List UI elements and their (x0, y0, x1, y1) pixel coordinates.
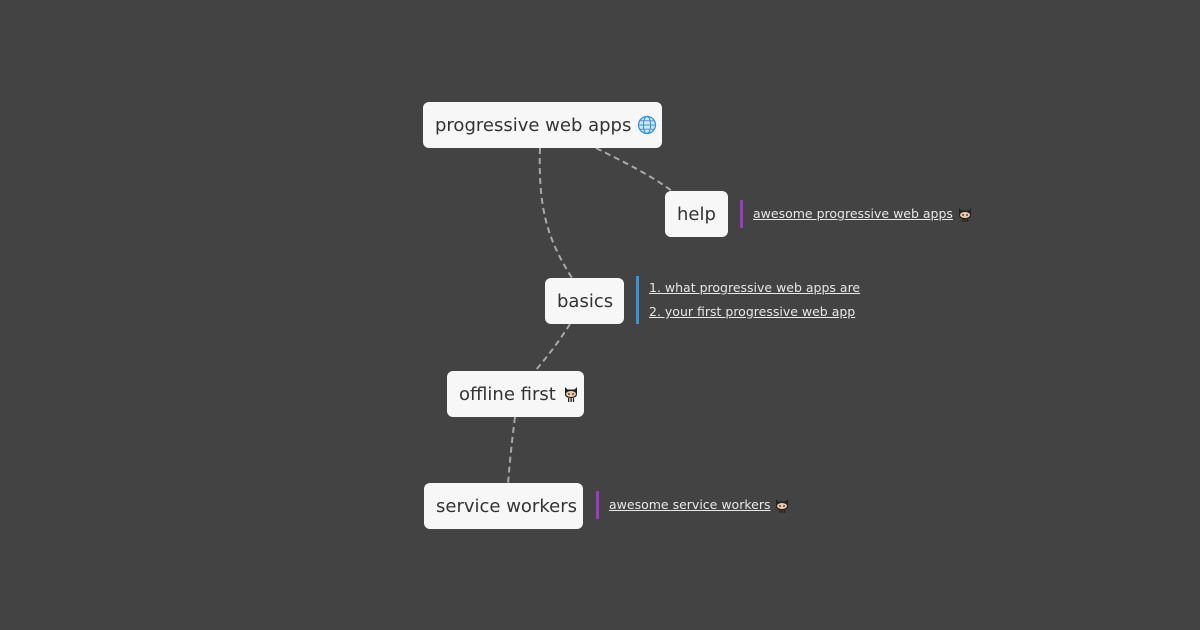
link-your-first-progressive-web-app[interactable]: 2. your first progressive web app (649, 300, 860, 324)
basics-links: 1. what progressive web apps are 2. your… (636, 276, 860, 324)
node-service-workers[interactable]: service workers (424, 483, 583, 529)
node-help[interactable]: help (665, 191, 728, 237)
link-label: awesome service workers (609, 497, 771, 512)
node-offline-first[interactable]: offline first (447, 371, 584, 417)
node-progressive-web-apps[interactable]: progressive web apps (423, 102, 662, 148)
node-basics[interactable]: basics (545, 278, 624, 324)
service-workers-links: awesome service workers (596, 491, 791, 519)
github-octocat-icon (773, 496, 791, 514)
globe-icon (637, 115, 657, 135)
edge-root-basics (538, 147, 573, 279)
node-label: service workers (436, 495, 577, 517)
node-label: basics (557, 290, 614, 312)
github-octocat-icon (562, 384, 580, 404)
link-awesome-service-workers[interactable]: awesome service workers (609, 491, 791, 519)
link-label: 1. what progressive web apps are (649, 280, 861, 295)
edge-offline-service (507, 416, 516, 484)
link-what-progressive-web-apps-are[interactable]: 1. what progressive web apps are (649, 276, 860, 300)
node-label: help (677, 203, 716, 225)
node-label: progressive web apps (435, 114, 632, 136)
node-label: offline first (459, 383, 556, 405)
help-links: awesome progressive web apps (740, 200, 974, 228)
link-label: awesome progressive web apps (753, 206, 953, 221)
edge-basics-offline (534, 323, 571, 372)
link-awesome-progressive-web-apps[interactable]: awesome progressive web apps (753, 200, 974, 228)
edge-root-help (595, 147, 673, 192)
link-label: 2. your first progressive web app (649, 304, 856, 319)
github-octocat-icon (956, 205, 974, 223)
